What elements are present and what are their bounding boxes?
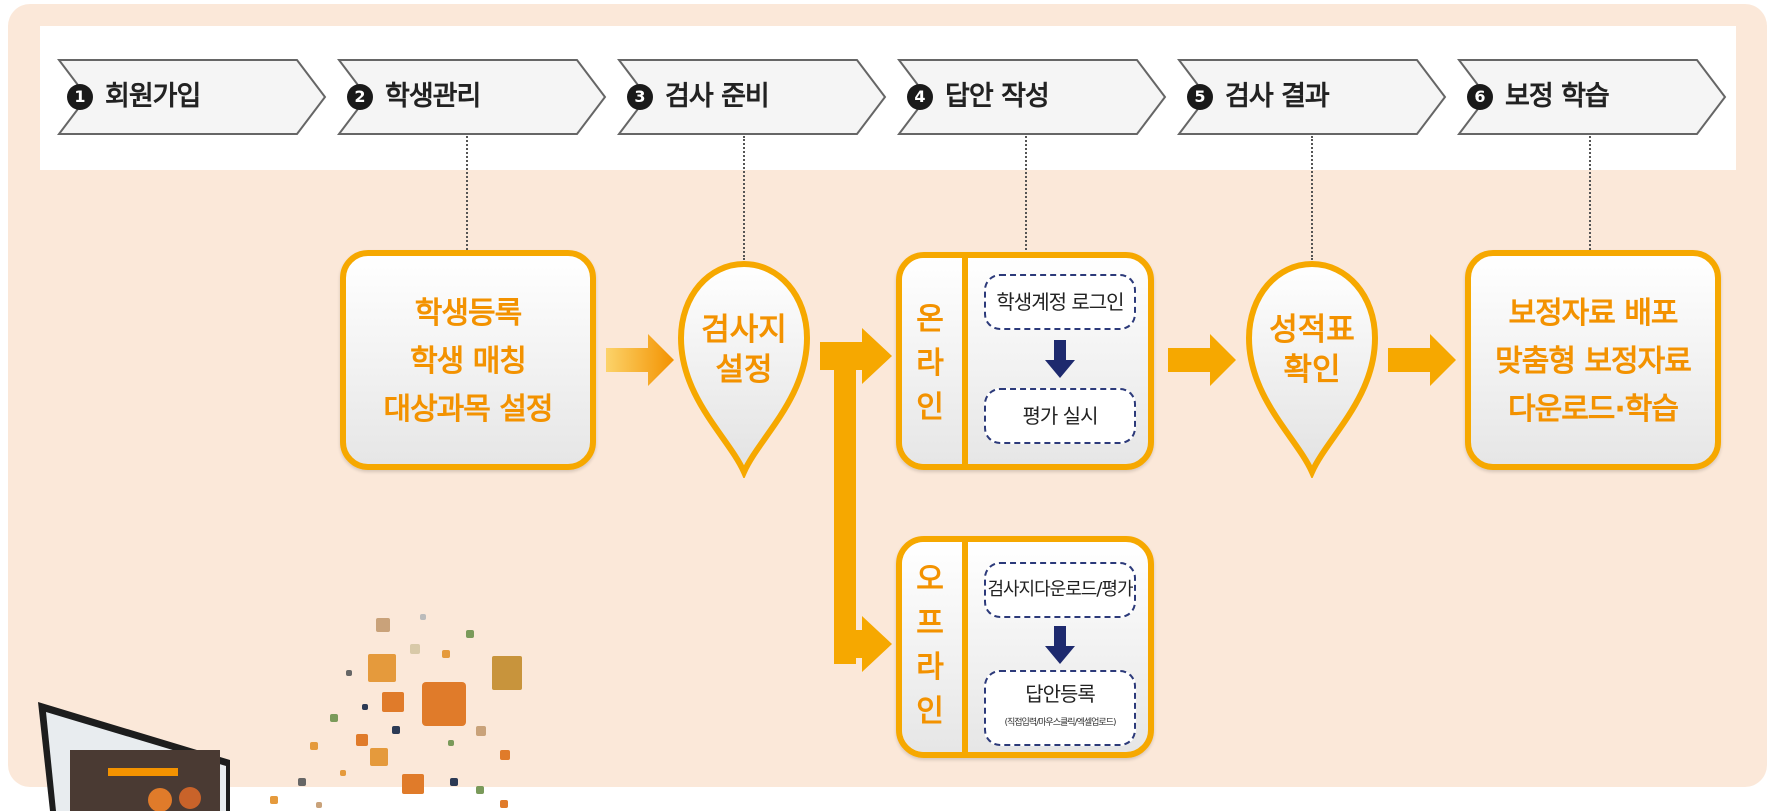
box-line: 보정자료 배포	[1508, 296, 1678, 331]
vertical-label-char: 인	[916, 390, 944, 425]
decor-square	[442, 650, 450, 658]
step-label: 회원가입	[105, 81, 201, 112]
down-arrow-icon	[1045, 626, 1075, 664]
decor-square	[340, 770, 346, 776]
laptop-illustration	[30, 700, 230, 811]
step-number-badge: 3	[627, 84, 653, 110]
offline-step-download: 검사지다운로드/평가	[984, 562, 1136, 618]
test-paper-pin: 검사지 설정	[677, 258, 811, 478]
answer-register-label: 답안등록	[1025, 682, 1096, 706]
decor-square	[500, 800, 508, 808]
decor-square	[376, 618, 390, 632]
decor-square	[420, 614, 426, 620]
step-number-badge: 2	[347, 84, 373, 110]
vertical-label-char: 인	[916, 694, 944, 729]
offline-step-answer: 답안등록 (직접입력/마우스클릭/엑셀업로드)	[984, 670, 1136, 746]
decor-square	[346, 670, 352, 676]
online-step-exam: 평가 실시	[984, 388, 1136, 444]
pin-shape	[1245, 260, 1379, 478]
answer-register-note: (직접입력/마우스클릭/엑셀업로드)	[1004, 718, 1116, 728]
pin-shape	[677, 260, 811, 478]
monitor-icon	[422, 682, 466, 726]
box-line: 대상과목 설정	[383, 392, 553, 427]
decor-square	[310, 742, 318, 750]
student-management-box: 학생등록 학생 매칭 대상과목 설정	[340, 250, 596, 470]
step-5: 5 검사 결과	[1177, 58, 1447, 136]
online-box: 온 라 인 학생계정 로그인 평가 실시	[896, 252, 1154, 470]
offline-label-area: 오 프 라 인	[902, 542, 968, 752]
step-6: 6 보정 학습	[1457, 58, 1727, 136]
box-line: 학생등록	[414, 296, 522, 331]
connector-line	[466, 136, 468, 250]
vertical-label-char: 라	[916, 346, 944, 381]
decor-square	[392, 726, 400, 734]
step-4: 4 답안 작성	[897, 58, 1167, 136]
online-step-login: 학생계정 로그인	[984, 274, 1136, 330]
decor-square	[476, 726, 486, 736]
box-line: 다운로드·학습	[1508, 392, 1679, 427]
flow-arrow	[1168, 334, 1236, 386]
decor-square	[370, 748, 388, 766]
branch-arrows	[820, 328, 892, 672]
step-label: 보정 학습	[1505, 81, 1610, 112]
vertical-label-char: 프	[916, 606, 944, 641]
remedial-box: 보정자료 배포 맞춤형 보정자료 다운로드·학습	[1465, 250, 1721, 470]
step-3: 3 검사 준비	[617, 58, 887, 136]
flow-arrow	[606, 334, 674, 386]
box-line: 학생 매칭	[410, 344, 527, 379]
step-number-badge: 5	[1187, 84, 1213, 110]
online-label-area: 온 라 인	[902, 258, 968, 464]
connector-line	[1589, 136, 1591, 250]
pin-line: 검사지	[701, 312, 787, 348]
down-arrow-icon	[1045, 340, 1075, 378]
icon-cloud-decoration	[270, 610, 540, 811]
step-2: 2 학생관리	[337, 58, 607, 136]
pin-line: 확인	[1283, 352, 1341, 388]
connector-line	[743, 136, 745, 260]
camera-icon	[402, 774, 424, 794]
decor-square	[466, 630, 474, 638]
decor-square	[448, 740, 454, 746]
decor-square	[450, 778, 458, 786]
step-label: 검사 결과	[1225, 81, 1330, 112]
laptop-icon	[38, 702, 230, 811]
decor-square	[410, 644, 420, 654]
pin-line: 설정	[715, 352, 773, 388]
decor-square	[270, 796, 278, 804]
step-1: 1 회원가입	[57, 58, 327, 136]
decor-square	[330, 714, 338, 722]
step-label: 학생관리	[385, 81, 481, 112]
decor-square	[500, 750, 510, 760]
vertical-label-char: 온	[916, 302, 944, 337]
step-label: 검사 준비	[665, 81, 770, 112]
vertical-label-char: 오	[916, 562, 944, 597]
step-number-badge: 1	[67, 84, 93, 110]
decor-square	[298, 778, 306, 786]
box-line: 맞춤형 보정자료	[1495, 344, 1692, 379]
flow-arrow	[1388, 334, 1456, 386]
offline-box: 오 프 라 인 검사지다운로드/평가 답안등록 (직접입력/마우스클릭/엑셀업로…	[896, 536, 1154, 758]
step-label: 답안 작성	[945, 81, 1050, 112]
decor-square	[316, 802, 322, 808]
decor-square	[362, 704, 368, 710]
laptop-small-icon	[492, 656, 522, 690]
step-number-badge: 4	[907, 84, 933, 110]
screen-icon	[382, 692, 404, 712]
pin-line: 성적표	[1269, 312, 1355, 348]
connector-line	[1311, 136, 1313, 260]
connector-line	[1025, 136, 1027, 250]
vertical-label-char: 라	[916, 650, 944, 685]
step-number-badge: 6	[1467, 84, 1493, 110]
result-pin: 성적표 확인	[1245, 258, 1379, 478]
decor-square	[356, 734, 368, 746]
wifi-icon	[368, 654, 396, 682]
decor-square	[476, 786, 484, 794]
